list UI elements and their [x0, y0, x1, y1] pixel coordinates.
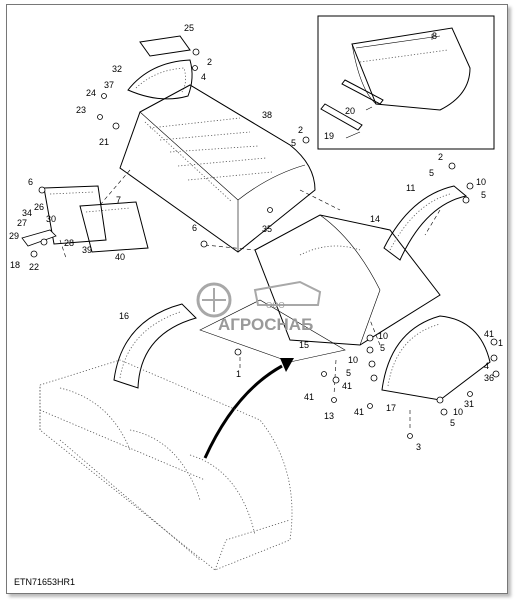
- callout-2: 2: [207, 57, 212, 67]
- callout-22: 22: [29, 262, 39, 272]
- part-19-bracket: [320, 103, 363, 131]
- callout-labels: 25 2 32 4 37 24 23 21 38 2 5 8 20 19 2 5…: [9, 23, 503, 452]
- part-11-side-shield: [383, 185, 468, 261]
- part-32-access-door: [127, 59, 193, 100]
- hardware: [30, 48, 500, 439]
- callout-10: 10: [476, 177, 486, 187]
- callout-29: 29: [9, 231, 19, 241]
- callout-2: 2: [438, 152, 443, 162]
- callout-7: 7: [116, 195, 121, 205]
- part-20-strip: [341, 79, 384, 105]
- callout-36: 36: [484, 373, 494, 383]
- machine-outline: [39, 359, 293, 571]
- callout-5: 5: [450, 418, 455, 428]
- part-39-bracket: [43, 185, 107, 245]
- callout-31: 31: [464, 399, 474, 409]
- assembly-arrow: [203, 358, 294, 459]
- callout-1: 1: [236, 369, 241, 379]
- callout-28: 28: [64, 238, 74, 248]
- watermark: ООО АГРОСНАБ: [196, 280, 322, 334]
- callout-41: 41: [342, 381, 352, 391]
- callout-2: 2: [298, 125, 303, 135]
- watermark-small-text: ООО: [266, 301, 285, 310]
- callout-6: 6: [28, 177, 33, 187]
- callout-6: 6: [192, 223, 197, 233]
- callout-15: 15: [299, 340, 309, 350]
- callout-25: 25: [184, 23, 194, 33]
- callout-19: 19: [324, 131, 334, 141]
- inset-detail-box: [317, 15, 495, 150]
- callout-27: 27: [17, 218, 27, 228]
- callout-10: 10: [453, 407, 463, 417]
- callout-5: 5: [291, 138, 296, 148]
- callout-23: 23: [76, 105, 86, 115]
- callout-41: 41: [304, 392, 314, 402]
- callout-34: 34: [22, 208, 32, 218]
- callout-41: 41: [354, 407, 364, 417]
- callout-38: 38: [262, 110, 272, 120]
- callout-3: 3: [416, 442, 421, 452]
- diagram-reference-code: ETN71653HR1: [14, 577, 76, 587]
- callout-16: 16: [119, 311, 129, 321]
- callout-35: 35: [262, 224, 272, 234]
- callout-5: 5: [481, 190, 486, 200]
- callout-26: 26: [34, 202, 44, 212]
- part-15-lower-panel: [199, 299, 346, 363]
- callout-8: 8: [432, 31, 437, 41]
- part-40-bracket: [79, 201, 149, 253]
- part-16-side-shield: [113, 303, 197, 389]
- callout-5: 5: [380, 343, 385, 353]
- part-17-side-shield: [381, 315, 491, 401]
- callout-10: 10: [378, 331, 388, 341]
- callout-11: 11: [406, 183, 415, 193]
- callout-10: 10: [348, 355, 358, 365]
- callout-5: 5: [429, 168, 434, 178]
- callout-18: 18: [10, 260, 20, 270]
- callout-37: 37: [104, 80, 114, 90]
- part-38-upper-shield: [119, 84, 316, 253]
- callout-14: 14: [370, 214, 380, 224]
- callout-32: 32: [112, 64, 122, 74]
- callout-30: 30: [46, 214, 56, 224]
- part-14-center-panel: [254, 214, 441, 346]
- callout-39: 39: [82, 245, 92, 255]
- watermark-brand-text: АГРОСНАБ: [218, 315, 313, 334]
- callout-40: 40: [115, 252, 125, 262]
- callout-21: 21: [99, 137, 109, 147]
- callout-1: 1: [498, 338, 503, 348]
- callout-13: 13: [324, 411, 334, 421]
- callout-41: 41: [484, 329, 494, 339]
- callout-17: 17: [386, 403, 396, 413]
- callout-5: 5: [346, 368, 351, 378]
- callout-4: 4: [201, 72, 206, 82]
- part-25-cover-plate: [139, 35, 191, 57]
- callout-20: 20: [345, 106, 355, 116]
- callout-4: 4: [484, 361, 489, 371]
- callout-24: 24: [86, 88, 96, 98]
- part-28-clamp: [21, 229, 57, 247]
